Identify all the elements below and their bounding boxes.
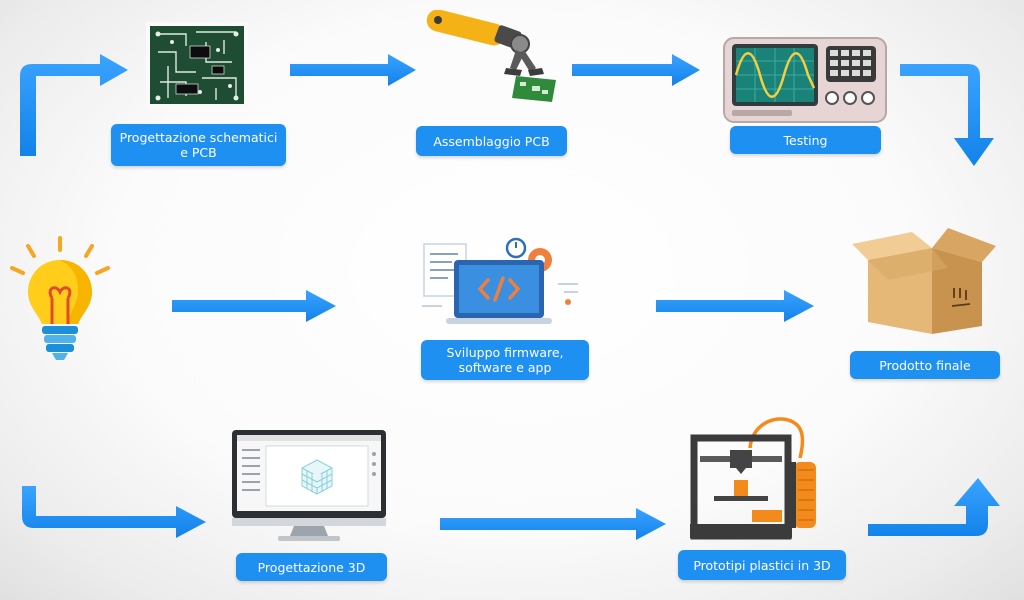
step-label-pcb-assembly: Assemblaggio PCB (416, 126, 567, 156)
arrow-idea-to-firmware (172, 290, 336, 322)
3d-printer-icon (690, 417, 816, 540)
step-label-firmware: Sviluppo firmware, software e app (421, 340, 589, 380)
pcb-board-icon (146, 22, 248, 108)
cad-monitor-icon (232, 430, 386, 541)
lightbulb-icon (10, 236, 110, 360)
arrow-design-3d-to-prototypes (440, 508, 666, 540)
step-label-final-product: Prodotto finale (850, 351, 1000, 379)
arrow-assembly-to-testing (572, 54, 700, 86)
cardboard-box-icon (852, 228, 996, 334)
arrow-testing-to-final-product (900, 64, 994, 166)
step-label-testing: Testing (730, 126, 881, 154)
arrow-pcb-design-to-assembly (290, 54, 416, 86)
arrow-firmware-to-final-product (656, 290, 814, 322)
oscilloscope-icon (723, 37, 887, 123)
arrow-prototypes-to-final-product (868, 478, 1000, 536)
arrow-idea-to-pcb-design (20, 54, 128, 156)
robot-arm-icon (426, 10, 556, 102)
arrow-idea-to-design-3d (22, 486, 206, 538)
code-screen-icon (422, 237, 578, 324)
step-label-pcb-design: Progettazione schematici e PCB (111, 124, 286, 166)
step-label-prototypes-3d: Prototipi plastici in 3D (678, 550, 846, 580)
step-label-design-3d: Progettazione 3D (236, 553, 387, 581)
